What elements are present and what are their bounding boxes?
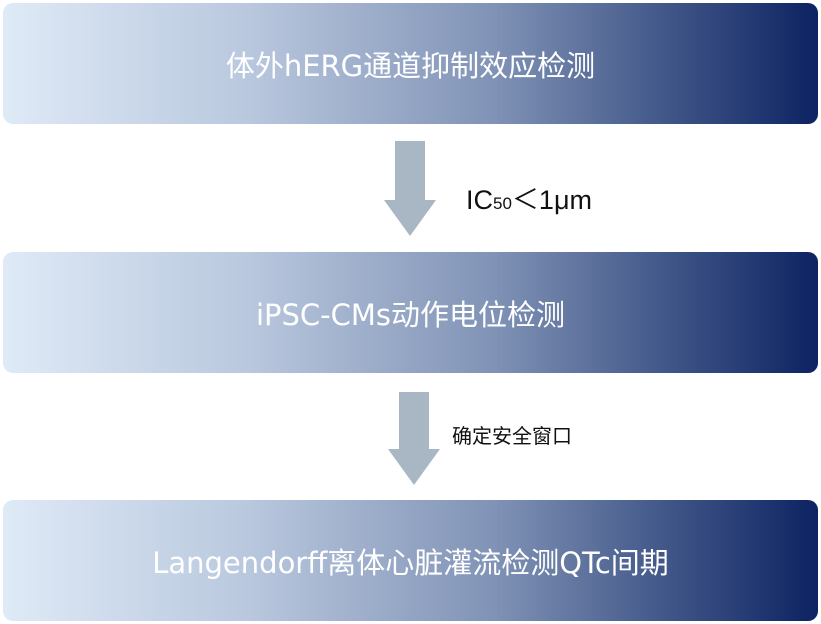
step-langendorff-qtc: Langendorff离体心脏灌流检测QTc间期 [3, 500, 818, 621]
step-label: Langendorff离体心脏灌流检测QTc间期 [152, 545, 669, 580]
ic-suffix: ＜1μm [511, 185, 592, 215]
step-ipsc-action-potential: iPSC-CMs动作电位检测 [3, 252, 818, 373]
transition-label-ic50: IC50＜1μm [466, 178, 592, 217]
step-label: iPSC-CMs动作电位检测 [255, 297, 566, 332]
ic-prefix: IC [466, 185, 493, 215]
down-arrow-icon [388, 392, 440, 487]
transition-label-safety-window: 确定安全窗口 [452, 424, 572, 448]
step-label: 体外hERG通道抑制效应检测 [225, 48, 596, 83]
down-arrow-icon [384, 141, 436, 236]
step-herg-inhibition: 体外hERG通道抑制效应检测 [3, 3, 818, 124]
ic-subscript: 50 [493, 194, 512, 213]
